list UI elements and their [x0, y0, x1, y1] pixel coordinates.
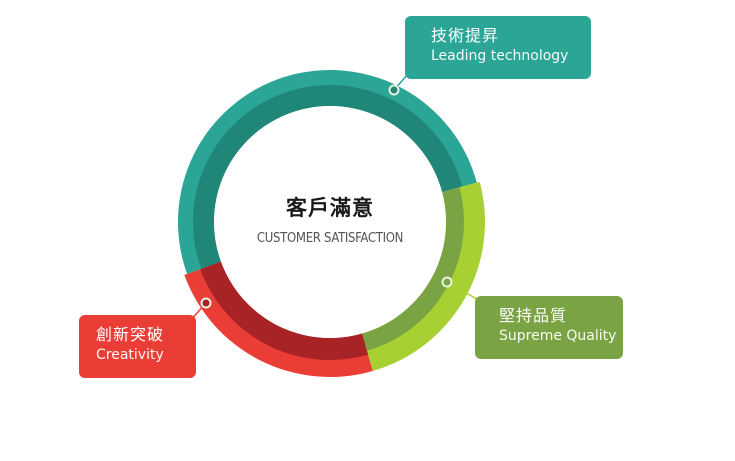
ring-segment-red-inner — [200, 261, 369, 360]
callout-title: 堅持品質 — [499, 306, 568, 325]
ring-segments — [178, 70, 485, 377]
connector-dot-creative — [200, 297, 212, 309]
callout-supreme-quality: 堅持品質 Supreme Quality — [475, 296, 623, 359]
callout-subtitle: Leading technology — [431, 48, 569, 64]
callout-subtitle: Supreme Quality — [499, 328, 617, 344]
callout-title: 技術提昇 — [431, 26, 500, 45]
center-subtitle: CUSTOMER SATISFACTION — [256, 231, 404, 246]
callout-creativity: 創新突破 Creativity — [79, 315, 196, 378]
callout-leading-technology: 技術提昇 Leading technology — [405, 16, 591, 79]
callout-subtitle: Creativity — [96, 347, 164, 363]
callout-title: 創新突破 — [96, 325, 165, 344]
center-title: 客戶滿意 — [286, 196, 374, 220]
ring-segment-green-inner — [361, 187, 464, 351]
connector-dot-quality — [441, 276, 453, 288]
connector-dot-tech — [388, 84, 400, 96]
ring-center-hole — [214, 106, 446, 338]
